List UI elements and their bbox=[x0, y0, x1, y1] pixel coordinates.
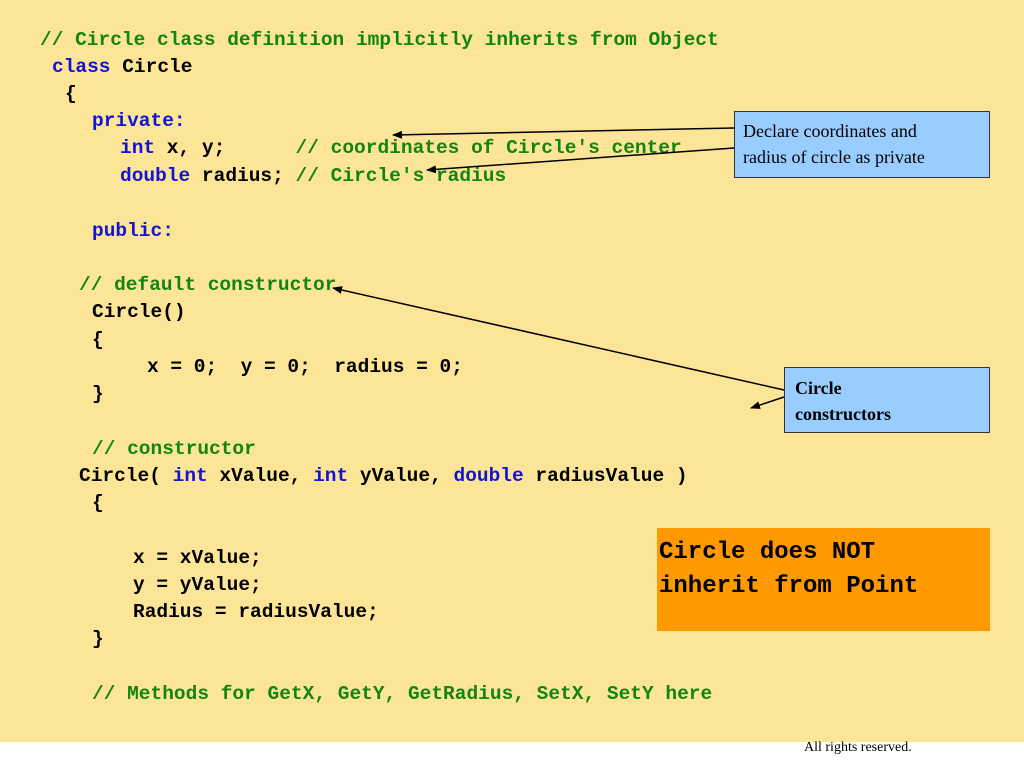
code-line: x = xValue; bbox=[133, 545, 262, 571]
code-comment: // Circle's radius bbox=[295, 165, 507, 187]
code-keyword: double bbox=[120, 165, 191, 187]
callout-private-line-1: Declare coordinates and bbox=[743, 121, 917, 141]
code-comment: // Circle class definition implicitly in… bbox=[40, 29, 719, 51]
code-line: int x, y; // coordinates of Circle's cen… bbox=[120, 135, 682, 161]
code-text: } bbox=[92, 383, 104, 405]
code-comment: // coordinates of Circle's center bbox=[295, 137, 682, 159]
code-line: // constructor bbox=[92, 436, 256, 462]
code-line: { bbox=[92, 327, 104, 353]
code-text: Radius = radiusValue; bbox=[133, 601, 379, 623]
callout-constructors-line-1: Circle bbox=[795, 378, 842, 398]
slide-background: // Circle class definition implicitly in… bbox=[0, 0, 1024, 742]
code-line: } bbox=[92, 381, 104, 407]
code-text: Circle() bbox=[92, 301, 186, 323]
code-text: Circle( bbox=[79, 465, 173, 487]
callout-constructors: Circle constructors bbox=[784, 367, 990, 433]
code-text: y = yValue; bbox=[133, 574, 262, 596]
code-listing: // Circle class definition implicitly in… bbox=[40, 27, 719, 707]
code-line: // Methods for GetX, GetY, GetRadius, Se… bbox=[92, 681, 712, 707]
callout-constructors-line-2: constructors bbox=[795, 404, 891, 424]
code-text: yValue, bbox=[348, 465, 454, 487]
code-line: Radius = radiusValue; bbox=[133, 599, 379, 625]
code-keyword: int bbox=[172, 465, 208, 487]
code-line: // Circle class definition implicitly in… bbox=[40, 27, 719, 53]
footer-copyright: All rights reserved. bbox=[804, 740, 912, 755]
code-line: Circle( int xValue, int yValue, double r… bbox=[79, 463, 688, 489]
code-keyword: int bbox=[313, 465, 349, 487]
callout-private-members: Declare coordinates and radius of circle… bbox=[734, 111, 990, 178]
code-text: x = 0; y = 0; radius = 0; bbox=[147, 356, 463, 378]
code-line: { bbox=[65, 81, 77, 107]
code-text: { bbox=[92, 329, 104, 351]
code-comment: // constructor bbox=[92, 438, 256, 460]
code-text: x = xValue; bbox=[133, 547, 262, 569]
code-text: radius; bbox=[190, 165, 296, 187]
code-text: xValue, bbox=[207, 465, 314, 487]
callout-not-inherit-line-2: inherit from Point bbox=[659, 573, 919, 600]
code-text: radiusValue ) bbox=[523, 465, 688, 487]
code-line: private: bbox=[92, 108, 186, 134]
code-line: public: bbox=[92, 218, 174, 244]
code-keyword: private: bbox=[92, 110, 186, 132]
code-line: double radius; // Circle's radius bbox=[120, 163, 506, 189]
callout-not-inherit-line-1: Circle does NOT bbox=[659, 539, 876, 566]
code-comment: // Methods for GetX, GetY, GetRadius, Se… bbox=[92, 683, 713, 705]
code-line: Circle() bbox=[92, 299, 186, 325]
code-line: { bbox=[92, 490, 104, 516]
code-text: Circle bbox=[110, 56, 193, 78]
code-keyword: class bbox=[52, 56, 111, 78]
code-text: x, y; bbox=[155, 137, 296, 159]
code-line: y = yValue; bbox=[133, 572, 262, 598]
code-keyword: double bbox=[453, 465, 524, 487]
code-text: } bbox=[92, 628, 104, 650]
code-keyword: public: bbox=[92, 220, 174, 242]
callout-private-line-2: radius of circle as private bbox=[743, 147, 925, 167]
code-line: class Circle bbox=[52, 54, 192, 80]
code-keyword: int bbox=[120, 137, 156, 159]
callout-not-inherit: Circle does NOT inherit from Point bbox=[657, 528, 990, 631]
code-comment: // default constructor bbox=[79, 274, 337, 296]
code-line: // default constructor bbox=[79, 272, 336, 298]
code-text: { bbox=[92, 492, 104, 514]
code-line: x = 0; y = 0; radius = 0; bbox=[147, 354, 463, 380]
code-text: { bbox=[65, 83, 77, 105]
code-line: } bbox=[92, 626, 104, 652]
